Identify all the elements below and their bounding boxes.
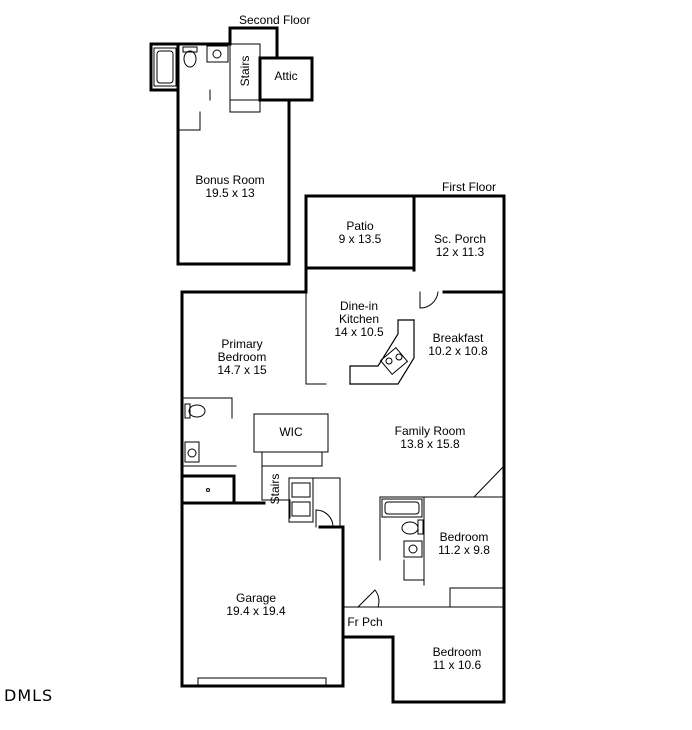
kitchen-label: Dine-in Kitchen 14 x 10.5 (310, 300, 408, 339)
fr-pch-label: Fr Pch (347, 615, 383, 629)
bedroom-1-name: Bedroom (439, 530, 489, 544)
wic-label: WIC (279, 425, 303, 439)
stairs-upper-label: Stairs (238, 55, 252, 87)
kitchen-name-line2: Kitchen (338, 312, 380, 326)
second-floor-title: Second Floor (239, 13, 311, 27)
primary-bedroom-label: Primary Bedroom 14.7 x 15 (192, 338, 292, 377)
family-room-name: Family Room (394, 424, 466, 438)
garage-dims: 19.4 x 19.4 (226, 604, 286, 618)
bonus-room-label: Bonus Room 19.5 x 13 (180, 174, 280, 200)
bonus-room-dims: 19.5 x 13 (205, 186, 255, 200)
primary-name-line2: Bedroom (217, 350, 267, 364)
garage-label: Garage 19.4 x 19.4 (206, 592, 306, 618)
sc-porch-dims: 12 x 11.3 (435, 245, 485, 259)
bedroom-2-label: Bedroom 11 x 10.6 (412, 646, 502, 672)
sc-porch-label: Sc. Porch 12 x 11.3 (416, 233, 504, 259)
patio-dims: 9 x 13.5 (338, 232, 382, 246)
patio-name: Patio (346, 219, 374, 233)
attic-label: Attic (274, 69, 298, 83)
breakfast-label: Breakfast 10.2 x 10.8 (416, 332, 500, 358)
bonus-room-name: Bonus Room (195, 173, 265, 187)
family-room-dims: 13.8 x 15.8 (400, 437, 460, 451)
kitchen-dims: 14 x 10.5 (334, 325, 384, 339)
first-floor-walls (180, 194, 506, 704)
stairs-lower-label: Stairs (268, 473, 282, 505)
bedroom-1-dims: 11.2 x 9.8 (438, 543, 490, 557)
breakfast-name: Breakfast (432, 331, 484, 345)
primary-dims: 14.7 x 15 (217, 363, 267, 377)
kitchen-name-line1: Dine-in (339, 299, 378, 313)
patio-label: Patio 9 x 13.5 (310, 220, 410, 246)
second-floor-walls (149, 26, 314, 266)
bedroom-1-label: Bedroom 11.2 x 9.8 (426, 531, 502, 557)
sc-porch-name: Sc. Porch (433, 232, 487, 246)
bedroom-2-name: Bedroom (432, 645, 482, 659)
primary-name-line1: Primary (221, 337, 263, 351)
breakfast-dims: 10.2 x 10.8 (428, 344, 488, 358)
garage-name: Garage (235, 591, 277, 605)
family-room-label: Family Room 13.8 x 15.8 (380, 425, 480, 451)
first-floor-title: First Floor (442, 180, 496, 194)
dmls-logo: DMLS (4, 686, 54, 705)
bedroom-2-dims: 11 x 10.6 (432, 658, 482, 672)
